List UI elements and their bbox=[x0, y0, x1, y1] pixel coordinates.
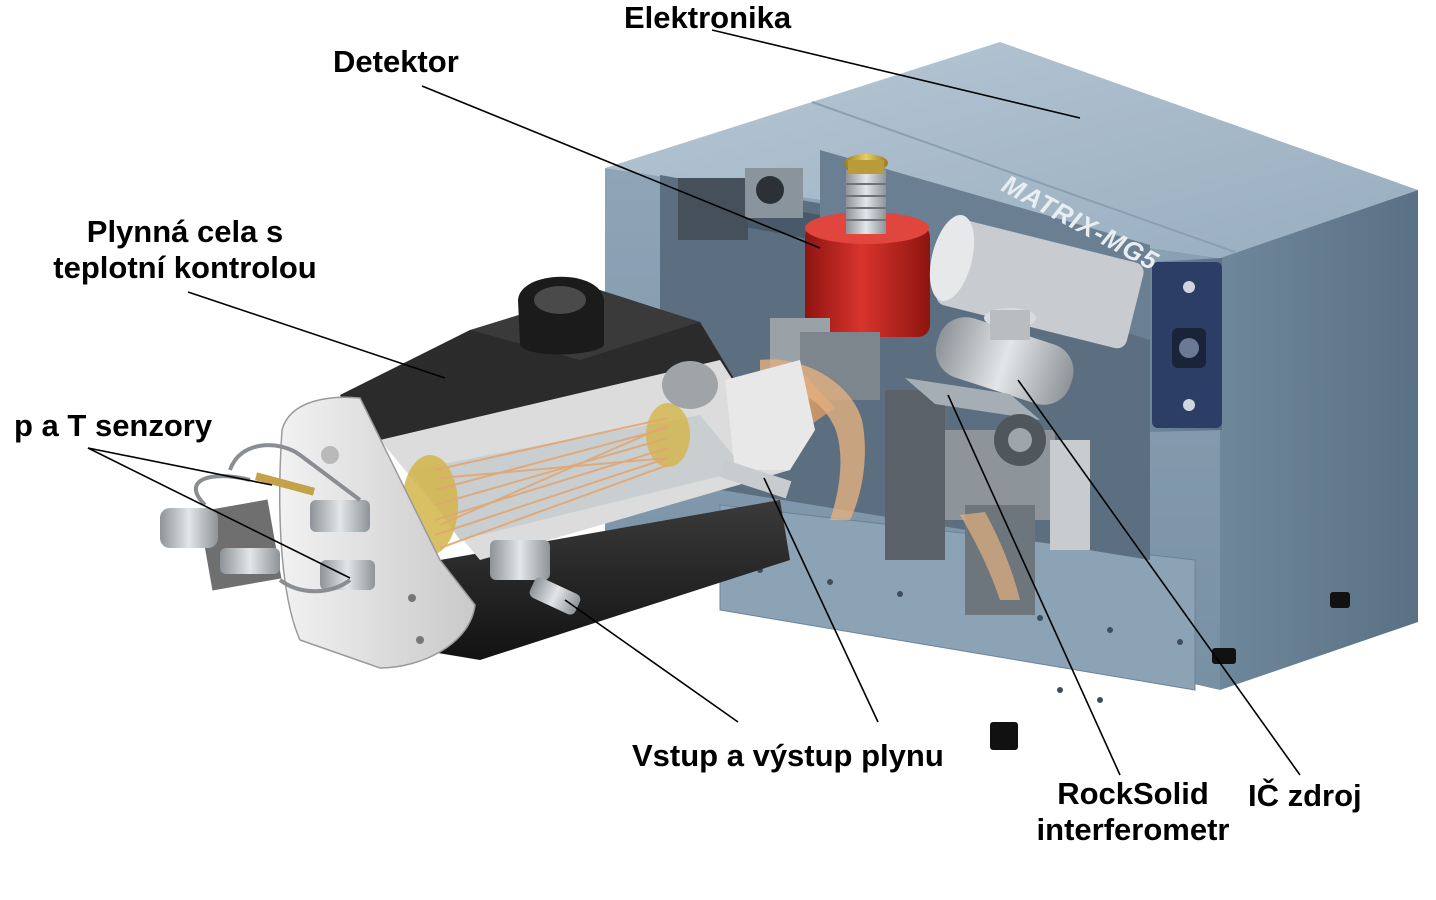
interior-components bbox=[678, 154, 1144, 615]
label-plynna-cela: Plynná cela s teplotní kontrolou bbox=[30, 214, 340, 286]
leader-vstup-2 bbox=[763, 477, 879, 723]
label-rocksolid: RockSolid interferometr bbox=[1020, 776, 1246, 848]
housing-top bbox=[605, 42, 1418, 258]
leader-ic-zdroj bbox=[1017, 379, 1301, 776]
label-detektor: Detektor bbox=[333, 44, 459, 79]
gas-fittings bbox=[160, 443, 792, 615]
gas-cell bbox=[279, 276, 815, 669]
label-senzory: p a T senzory bbox=[14, 408, 213, 443]
leader-plynna-cela bbox=[187, 291, 446, 379]
label-rocksolid-line2: interferometr bbox=[1036, 812, 1230, 847]
leader-vstup-1 bbox=[564, 599, 739, 723]
leader-senzory-1 bbox=[87, 447, 273, 486]
leader-elektronika bbox=[711, 29, 1081, 119]
detector-dewar bbox=[805, 225, 930, 337]
leader-rocksolid bbox=[947, 394, 1121, 776]
label-plynna-cela-line1: Plynná cela s bbox=[86, 214, 284, 249]
leader-senzory-2 bbox=[87, 447, 351, 579]
label-ic-zdroj: IČ zdroj bbox=[1248, 778, 1362, 813]
housing-right-side bbox=[1220, 190, 1418, 690]
leader-lines bbox=[87, 29, 1301, 776]
leader-detektor bbox=[421, 85, 821, 249]
label-plynna-cela-line2: teplotní kontrolou bbox=[53, 250, 317, 285]
label-rocksolid-line1: RockSolid bbox=[1057, 776, 1209, 811]
label-vstup-vystup: Vstup a výstup plynu bbox=[632, 738, 944, 773]
label-elektronika: Elektronika bbox=[624, 0, 792, 35]
